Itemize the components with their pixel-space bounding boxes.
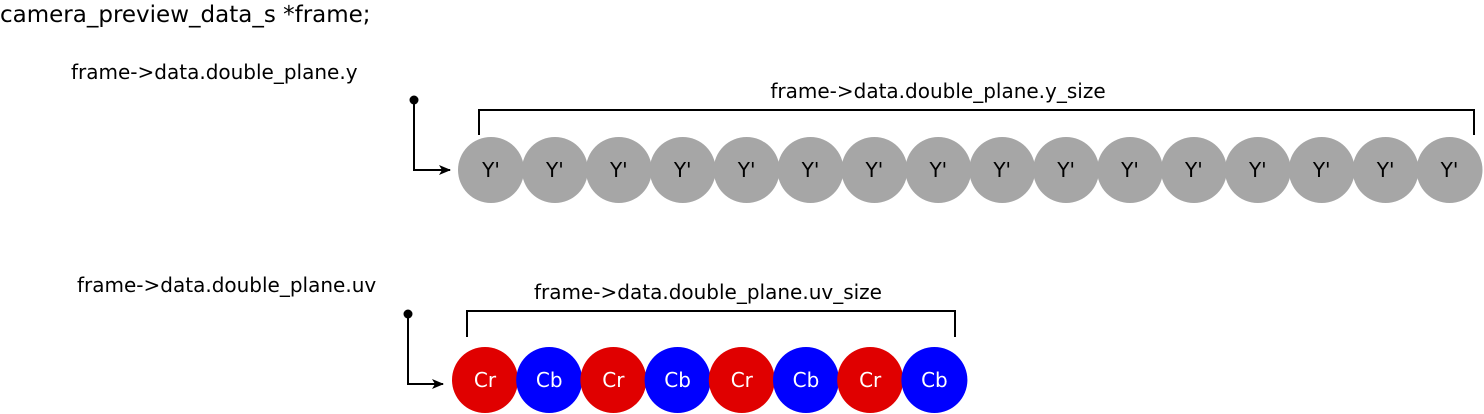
y-pointer-label: frame->data.double_plane.y: [71, 60, 358, 84]
uv-pointer-arrow: [403, 309, 444, 389]
uv-element: Cr: [837, 347, 904, 413]
y-element: Y': [521, 137, 588, 203]
y-label: Y': [673, 158, 692, 182]
y-label: Y': [737, 158, 756, 182]
y-plane-elements: Y' Y' Y' Y' Y' Y' Y' Y' Y' Y' Y' Y' Y' Y' Y' Y': [458, 137, 1483, 203]
uv-circle: [773, 347, 839, 413]
struct-declaration: camera_preview_data_s *frame;: [0, 2, 371, 28]
y-label: Y': [481, 158, 500, 182]
y-element: Y': [777, 137, 844, 203]
y-pointer-arrow: [409, 95, 451, 175]
y-label: Y': [1120, 158, 1139, 182]
y-circle: [1224, 137, 1291, 203]
uv-label: Cb: [536, 368, 563, 392]
y-element: Y': [905, 137, 972, 203]
y-label: Y': [545, 158, 564, 182]
uv-label: Cr: [859, 368, 882, 392]
y-element: Y': [649, 137, 716, 203]
y-label: Y': [1248, 158, 1267, 182]
y-label: Y': [1376, 158, 1395, 182]
y-circle: [713, 137, 780, 203]
uv-element: Cb: [644, 347, 711, 413]
uv-element: Cr: [580, 347, 647, 413]
y-element: Y': [1097, 137, 1163, 203]
y-element: Y': [1416, 137, 1483, 203]
y-circle: [841, 137, 908, 203]
uv-circle: [516, 347, 583, 413]
uv-plane-elements: Cr Cb Cr Cb Cr Cb Cr Cb: [452, 347, 968, 413]
y-label: Y': [609, 158, 628, 182]
y-label: Y': [1440, 158, 1459, 182]
y-label: Y': [1056, 158, 1075, 182]
uv-element: Cb: [901, 347, 968, 413]
y-circle: [1416, 137, 1483, 203]
uv-label: Cr: [602, 368, 625, 392]
y-label: Y': [928, 158, 947, 182]
y-circle: [1352, 137, 1419, 203]
uv-circle: [901, 347, 968, 413]
y-size-label: frame->data.double_plane.y_size: [770, 79, 1105, 103]
y-circle: [1288, 137, 1355, 203]
y-element: Y': [458, 137, 524, 203]
y-circle: [1097, 137, 1163, 203]
uv-circle: [644, 347, 711, 413]
uv-label: Cr: [731, 368, 754, 392]
y-element: Y': [585, 137, 652, 203]
y-pointer-line: [413, 100, 451, 175]
uv-size-bracket: [466, 310, 956, 337]
uv-circle: [708, 347, 775, 413]
uv-pointer-label: frame->data.double_plane.uv: [77, 273, 376, 297]
uv-element: Cb: [773, 347, 839, 413]
y-circle: [777, 137, 844, 203]
uv-element: Cr: [708, 347, 775, 413]
y-element: Y': [1288, 137, 1355, 203]
y-label: Y': [865, 158, 884, 182]
y-circle: [1160, 137, 1227, 203]
y-circle: [585, 137, 652, 203]
y-element: Y': [1033, 137, 1100, 203]
uv-circle: [580, 347, 647, 413]
y-element: Y': [1160, 137, 1227, 203]
uv-label: Cb: [793, 368, 820, 392]
uv-size-label: frame->data.double_plane.uv_size: [534, 280, 882, 304]
y-element: Y': [713, 137, 780, 203]
uv-element: Cr: [452, 347, 518, 413]
uv-label: Cr: [474, 368, 497, 392]
y-label: Y': [1184, 158, 1203, 182]
y-label: Y': [801, 158, 820, 182]
uv-pointer-line: [407, 314, 444, 389]
y-circle: [969, 137, 1036, 203]
uv-label: Cb: [921, 368, 948, 392]
y-element: Y': [1352, 137, 1419, 203]
y-size-bracket: [478, 109, 1475, 135]
y-circle: [521, 137, 588, 203]
y-element: Y': [969, 137, 1036, 203]
y-circle: [905, 137, 972, 203]
uv-circle: [837, 347, 904, 413]
y-circle: [649, 137, 716, 203]
y-element: Y': [1224, 137, 1291, 203]
uv-element: Cb: [516, 347, 583, 413]
uv-label: Cb: [664, 368, 691, 392]
uv-circle: [452, 347, 518, 413]
y-element: Y': [841, 137, 908, 203]
y-circle: [458, 137, 524, 203]
y-label: Y': [1312, 158, 1331, 182]
y-circle: [1033, 137, 1100, 203]
y-label: Y': [992, 158, 1011, 182]
